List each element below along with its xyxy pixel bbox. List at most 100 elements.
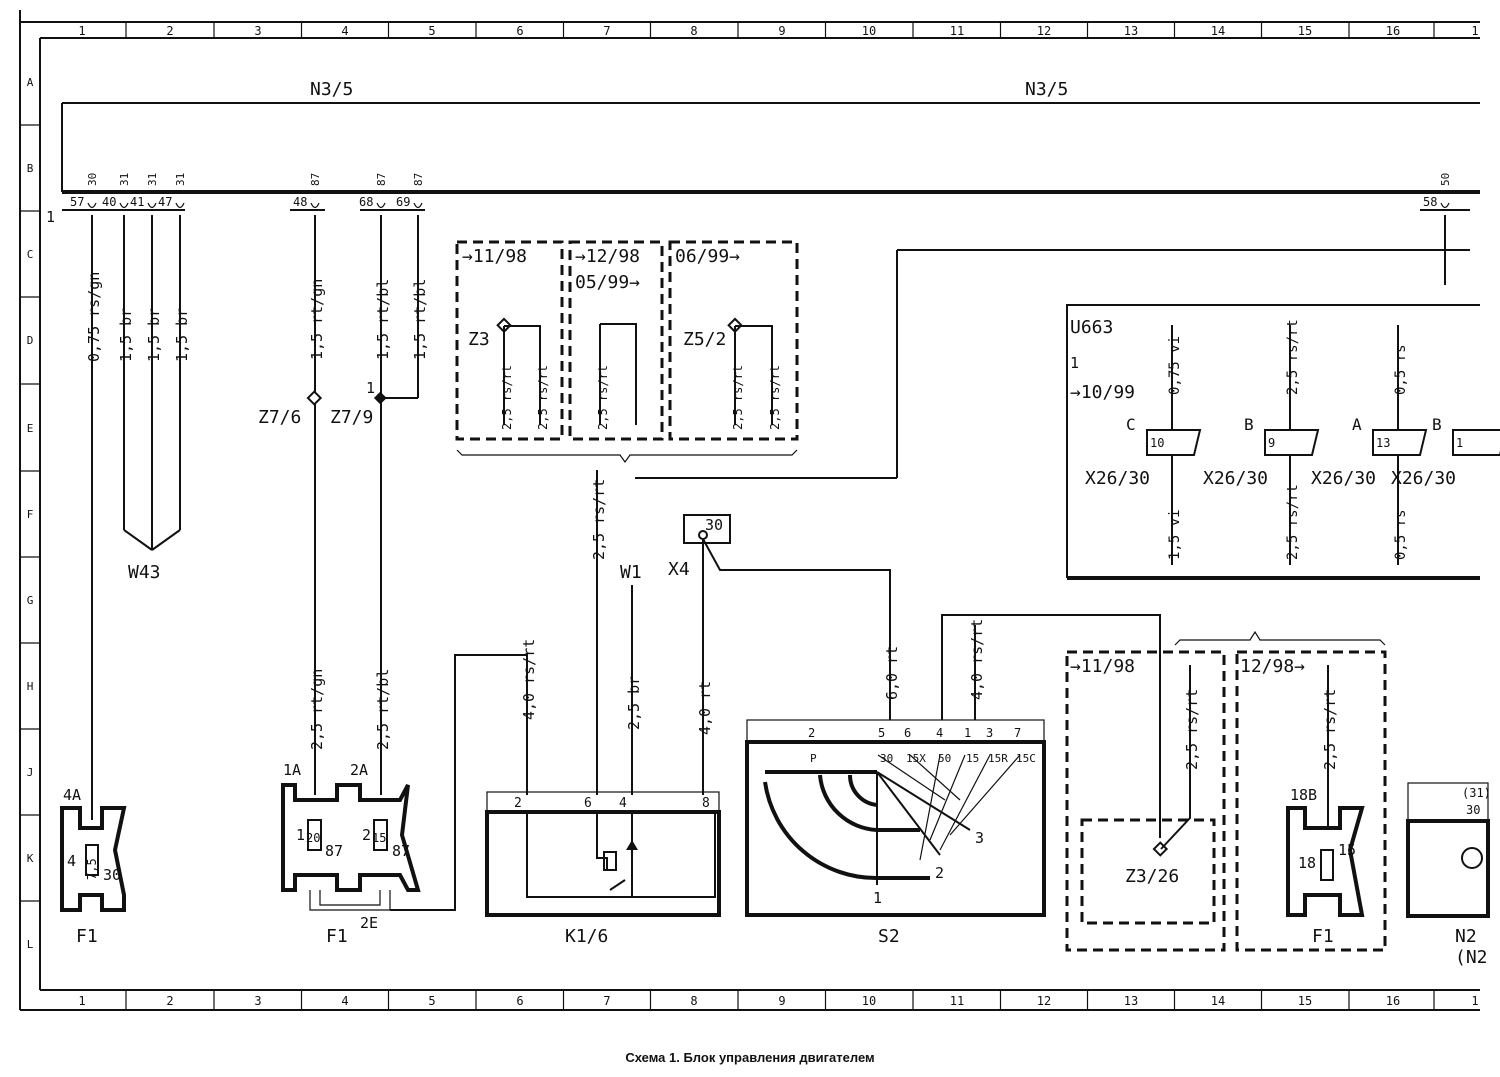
- u663-wire-label-bottom: 0,5 rs: [1393, 509, 1409, 560]
- wire-label: 2,5 br: [625, 676, 643, 730]
- s2-terminal: 15X: [906, 752, 926, 765]
- grid-column-label: 12: [1037, 994, 1051, 1008]
- grid-column-label: 10: [862, 24, 876, 38]
- s2-callout-1: 1: [873, 889, 882, 907]
- u663-wire-label-bottom: 1,5 vi: [1167, 509, 1183, 560]
- pin-mark: [119, 202, 129, 209]
- grid-column-label: 7: [603, 24, 610, 38]
- u663-marker: 1: [1070, 354, 1079, 372]
- grid-column-label: 10: [862, 994, 876, 1008]
- grid-column-label: 3: [254, 994, 261, 1008]
- grid-column-label: 8: [690, 994, 697, 1008]
- wire-runs: [91, 215, 1470, 820]
- pin-terminal: 50: [1439, 173, 1452, 186]
- pin-number: 48: [293, 195, 307, 209]
- grid-column-label: 12: [1037, 24, 1051, 38]
- s2-pin-number: 1: [964, 726, 971, 740]
- unit-n2: (31) 30 N2 (N2: [1406, 782, 1491, 968]
- u663-conn-letter: C: [1126, 415, 1136, 434]
- wire-label: 1,5 rt/bl: [374, 279, 392, 360]
- f1-mid-label: F1: [326, 926, 348, 947]
- grid-row-label: L: [27, 938, 34, 951]
- wire-label: 4,0 rs/rt: [968, 619, 986, 700]
- splice-z7-9-num: 1: [366, 379, 375, 397]
- grid-row-label: K: [27, 852, 34, 865]
- x4-label: X4: [668, 559, 690, 580]
- grid-row-label: E: [27, 422, 34, 435]
- grid-column-label: 2: [166, 24, 173, 38]
- grid-column-label: 5: [428, 994, 435, 1008]
- grid-column-label: 1: [78, 994, 85, 1008]
- f1-left-fuse: 7,5: [85, 858, 99, 880]
- u663-conn-body: [1146, 429, 1202, 456]
- pin-number: 58: [1423, 195, 1437, 209]
- grid-row-label: C: [27, 248, 34, 261]
- splice-z3-26-label: Z3/26: [1125, 866, 1179, 887]
- variant-date-1: →11/98: [462, 246, 527, 267]
- wire-label: 1,5 rt/gn: [308, 279, 326, 360]
- u663-conn-letter: B: [1432, 415, 1442, 434]
- grid-column-label: 15: [1298, 24, 1312, 38]
- pin-number: 40: [102, 195, 116, 209]
- s2-pin-number: 6: [904, 726, 911, 740]
- wire-label: 2,5 rs/rt: [536, 365, 550, 430]
- box-date-2: 12/98→: [1240, 656, 1305, 677]
- wire-label: 2,5 rs/rt: [596, 365, 610, 430]
- grid-column-label: 8: [690, 24, 697, 38]
- x4-pin: 30: [705, 516, 723, 534]
- grid-column-label: 15: [1298, 994, 1312, 1008]
- grid-column-label: 1: [1471, 994, 1478, 1008]
- pin-mark: [413, 202, 423, 209]
- grid-column-label: 16: [1386, 994, 1400, 1008]
- wire-label: 2,5 rt/bl: [374, 669, 392, 750]
- fuse-f1-left: 4A 7,5 4 30 F1: [60, 786, 127, 947]
- grid-column-label: 7: [603, 994, 610, 1008]
- u663-date: →10/99: [1070, 382, 1135, 403]
- f1-right-pin: 18: [1298, 854, 1316, 872]
- grid-row-label: J: [27, 766, 34, 779]
- grid-column-label: 5: [428, 24, 435, 38]
- wire-label: 1,5 rt/bl: [411, 279, 429, 360]
- variant-boxes: →11/98 →12/98 05/99→ 06/99→ Z3 Z5/2 2,5 …: [455, 240, 799, 464]
- u663-module: U663 1 →10/99: [1066, 304, 1480, 580]
- s2-terminal: 15: [966, 752, 979, 765]
- splice-z5-2-label: Z5/2: [683, 329, 726, 350]
- s2-terminal: 50: [938, 752, 951, 765]
- k1-6-pin: 8: [702, 796, 710, 811]
- grid-column-label: 4: [341, 994, 348, 1008]
- s2-callout-3: 3: [975, 829, 984, 847]
- pin-terminal: 31: [146, 173, 159, 186]
- grid-row-label: F: [27, 508, 34, 521]
- splice-z7: Z7/6 Z7/9 1: [258, 379, 387, 428]
- f1-mid-1a: 1A: [283, 761, 301, 779]
- wire-label: 1,5 br: [145, 308, 163, 362]
- grid-column-label: 4: [341, 24, 348, 38]
- pin-mark: [310, 202, 320, 209]
- splice-z3-label: Z3: [468, 329, 490, 350]
- f1-left-label: F1: [76, 926, 98, 947]
- ground-w1: W1 2,5 br: [620, 562, 643, 795]
- k1-6-pin: 2: [514, 796, 522, 811]
- ground-label: W43: [128, 562, 161, 583]
- grid-column-label: 1: [78, 24, 85, 38]
- w1-label: W1: [620, 562, 642, 583]
- pin-terminal: 87: [375, 173, 388, 186]
- u663-wire-label-top: 0,5 rs: [1393, 344, 1409, 395]
- u663-conn-pin: 10: [1150, 436, 1164, 450]
- f1-mid-bottom: 2E: [360, 914, 378, 932]
- wire-label: 6,0 rt: [883, 646, 901, 700]
- grid-column-label: 1: [1471, 24, 1478, 38]
- wire-label: 1,5 br: [173, 308, 191, 362]
- grid-row-label: D: [27, 334, 34, 347]
- f1-right-top: 18B: [1290, 786, 1317, 804]
- k1-6-pin: 4: [619, 796, 627, 811]
- pin-terminal: 87: [309, 173, 322, 186]
- grid-column-label: 9: [778, 994, 785, 1008]
